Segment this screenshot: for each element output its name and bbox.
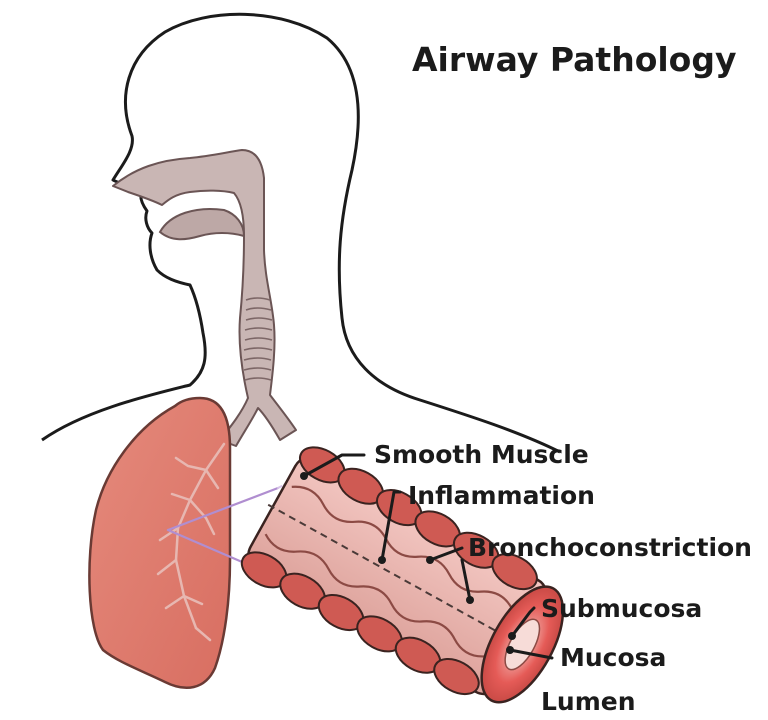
label-bronchoconstriction: Bronchoconstriction [468, 533, 752, 562]
label-mucosa: Mucosa [560, 643, 666, 672]
label-inflammation: Inflammation [408, 481, 595, 510]
tongue [160, 209, 244, 239]
label-submucosa: Submucosa [541, 594, 702, 623]
body-outline [42, 14, 560, 452]
lung [89, 398, 230, 688]
label-smooth-muscle: Smooth Muscle [374, 440, 589, 469]
diagram-title: Airway Pathology [412, 40, 737, 79]
label-lumen: Lumen [541, 687, 636, 716]
